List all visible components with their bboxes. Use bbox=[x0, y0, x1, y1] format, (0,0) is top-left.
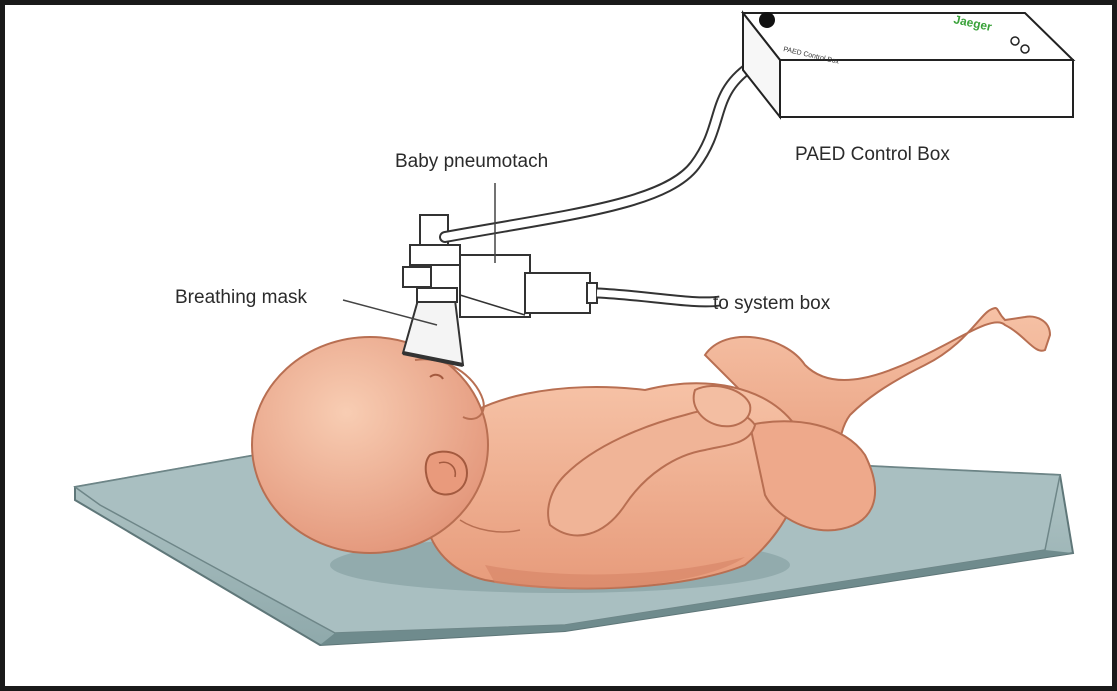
label-control-box: PAED Control Box bbox=[795, 144, 950, 165]
breathing-mask-device bbox=[403, 288, 463, 365]
control-box: PAED Control Box Jaeger bbox=[743, 12, 1073, 117]
power-indicator bbox=[759, 12, 775, 28]
baby-pneumotach-diagram: PAED Control Box Jaeger PAED Control Box… bbox=[5, 5, 1112, 686]
label-system-box: to system box bbox=[713, 293, 831, 314]
connector-port bbox=[1021, 45, 1029, 53]
label-pneumotach: Baby pneumotach bbox=[395, 151, 548, 172]
connector-port bbox=[1011, 37, 1019, 45]
label-breathing-mask: Breathing mask bbox=[175, 287, 308, 308]
